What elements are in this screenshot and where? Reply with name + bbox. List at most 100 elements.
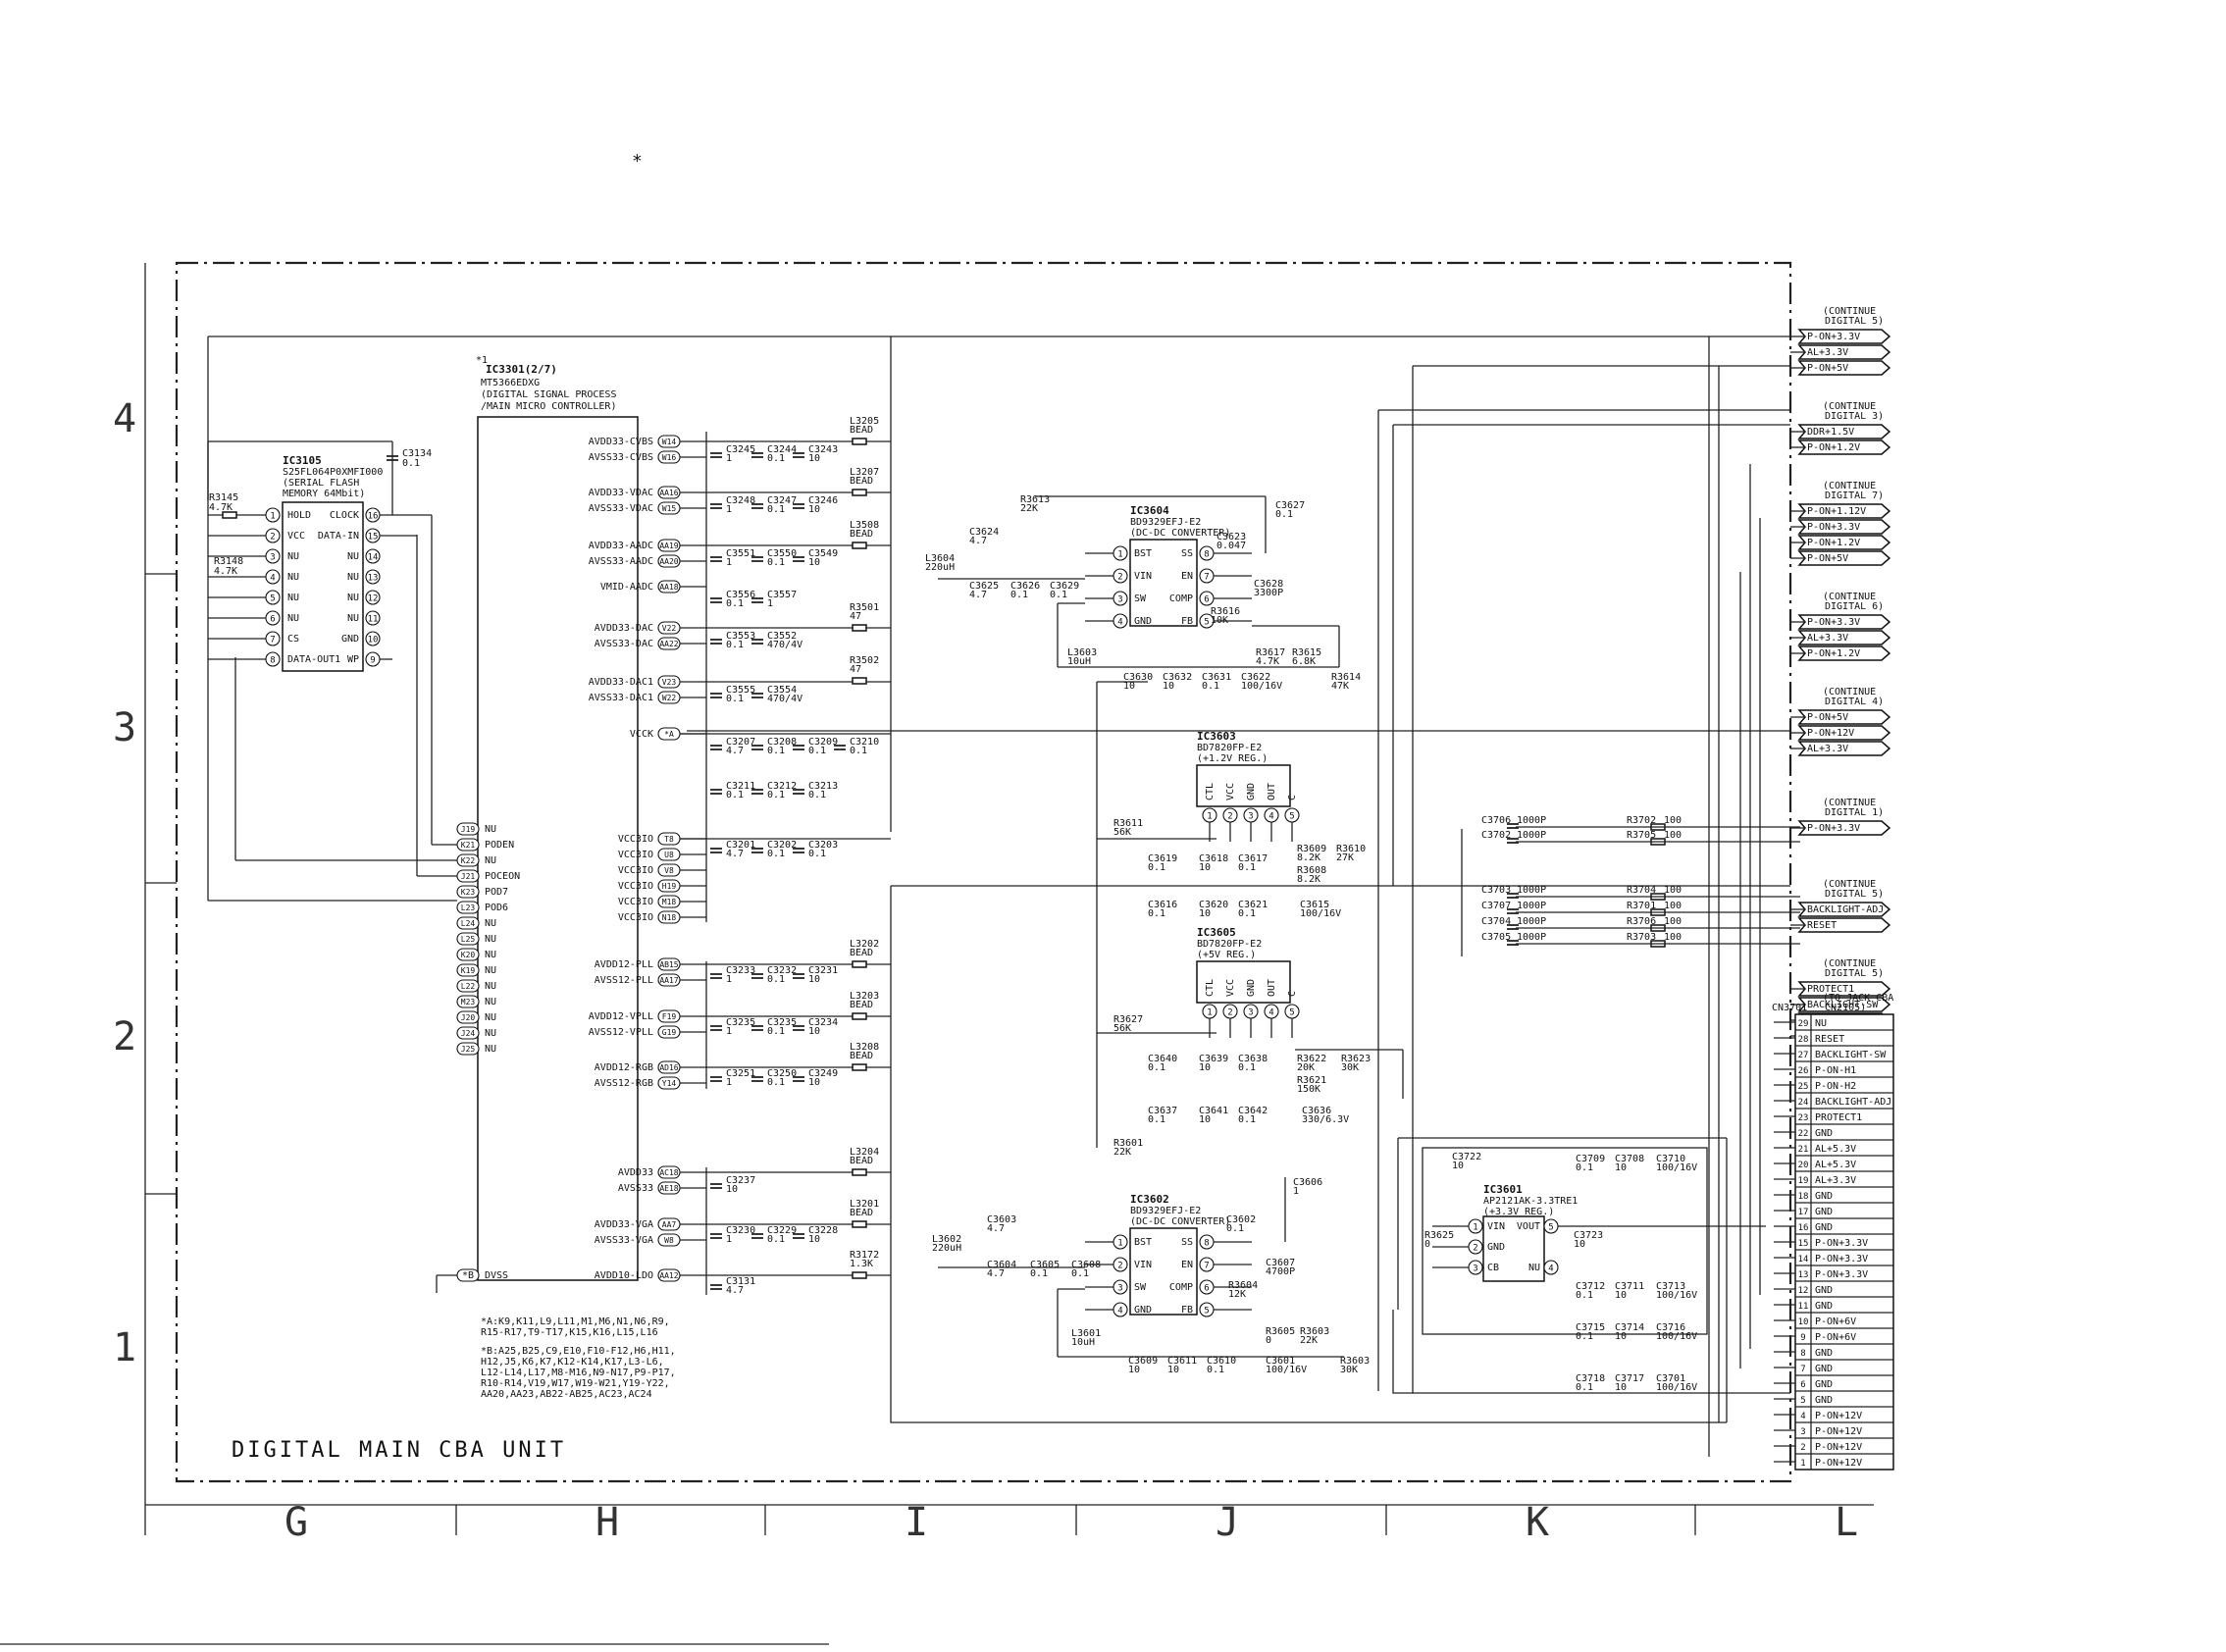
bead-L3204-body: [852, 1168, 867, 1176]
ic3603-part-val-C3620-8: 10: [1199, 908, 1211, 919]
continue-sub-5: DIGITAL 1): [1825, 807, 1884, 818]
ic3105-pin-10: [365, 631, 381, 646]
ic3301-pin-id: F19: [662, 1012, 677, 1021]
ic3602-part-val-R3605-14: 0: [1266, 1335, 1271, 1346]
cap-val-C3234: 10: [808, 1026, 820, 1037]
ic3301-body: [477, 416, 639, 1281]
ic3301-left-pin-name: NU: [485, 1028, 496, 1039]
ic3301-pin-name: AVSS33-DAC: [595, 639, 653, 649]
ic3604-part-ref-R3616: R3616: [1211, 606, 1240, 617]
ic3105-pin-7-num: 7: [270, 636, 275, 645]
ic3601-part-val-C3723-2: 10: [1574, 1239, 1585, 1250]
ic3301-pin-name: AVSS12-PLL: [595, 975, 653, 986]
ic3601-part-ref-C3709-3: C3709: [1576, 1154, 1605, 1164]
ic3604-part-val-C3632: 10: [1163, 681, 1174, 692]
ic3601-part-val-C3718-12: 0.1: [1576, 1382, 1593, 1393]
ic3301-pin-id: W15: [662, 504, 677, 513]
bead-L3203-body: [852, 1012, 867, 1020]
ic3601-part-ref-C3717-13: C3717: [1615, 1373, 1644, 1384]
cn3701-pin-22: 22: [1798, 1129, 1809, 1139]
ic3604-part-ref-R3617: R3617: [1256, 647, 1285, 658]
ic3105-pin-name: DATA-OUT1: [287, 654, 340, 665]
ic3601-part-val-C3713-8: 100/16V: [1656, 1290, 1697, 1301]
ic3601-pin-4-num: 4: [1548, 1265, 1553, 1274]
ic3605-part-ref-C3636-10: C3636: [1302, 1106, 1331, 1116]
ic3601-part-ref-C3718-12: C3718: [1576, 1373, 1605, 1384]
ic3301-pin-id: W8: [664, 1236, 674, 1245]
ic3602-pin-name: VIN: [1134, 1260, 1152, 1270]
ic3601-part-val-C3710-5: 100/16V: [1656, 1162, 1697, 1173]
ic3605-pin-5-num: 5: [1289, 1008, 1294, 1018]
cn3701-pin-17: 17: [1798, 1208, 1809, 1217]
bead-L3208-body: [852, 1063, 867, 1071]
ic3105-ref: IC3105: [283, 454, 322, 467]
ic3605-part-val-C3638-3: 0.1: [1238, 1062, 1256, 1073]
ic3301-noteB2: H12,J5,K6,K7,K12-K14,K17,L3-L6,: [481, 1357, 664, 1368]
ic3601-part: AP2121AK-3.3TRE1: [1483, 1196, 1578, 1207]
ic3602-part-val-C3605-3: 0.1: [1030, 1268, 1048, 1279]
ic3301-pin-id: AE18: [659, 1184, 678, 1193]
ic3601-part-ref-C3714-10: C3714: [1615, 1322, 1644, 1333]
ic3601-part-val-C3711-7: 10: [1615, 1290, 1627, 1301]
rc-cap-ref-C3706: C3706: [1481, 815, 1511, 826]
ic3604-part-ref-R3613: R3613: [1020, 494, 1050, 505]
col-label-g: G: [285, 1500, 308, 1545]
ic3301-pin-id: AA20: [659, 557, 678, 566]
ic3601-part-ref-C3713-8: C3713: [1656, 1281, 1685, 1292]
continue-sig-3-0: P-ON+3.3V: [1807, 617, 1860, 628]
ic3105-pin-15-num: 15: [368, 533, 379, 542]
ic3301-left-pin-name: POCEON: [485, 871, 520, 882]
ic3301-left-pin-id: J19: [461, 825, 476, 834]
r3148-val: 4.7K: [214, 566, 237, 577]
cn3701-pin-12: 12: [1798, 1286, 1809, 1296]
continue-sub-7: DIGITAL 5): [1825, 968, 1884, 979]
cn3701-pin-8: 8: [1800, 1349, 1805, 1359]
ic3603-part: BD7820FP-E2: [1197, 743, 1262, 753]
cn3701-body: [1794, 1013, 1894, 1471]
ic3605-part-val-C3641-8: 10: [1199, 1114, 1211, 1125]
rc-res-val-R3703: 100: [1664, 932, 1682, 943]
ic3604-body: [1129, 539, 1198, 627]
ic3301-pin-id: V22: [662, 624, 677, 633]
ic3602-pin-name: GND: [1134, 1305, 1152, 1316]
cn3701-pin-27: 27: [1798, 1051, 1809, 1060]
ic3301-pin-id: AC18: [659, 1168, 678, 1177]
ic3603-pin-name: CTL: [1205, 783, 1216, 800]
ic3301-pin-name: AVDD33-VDAC: [589, 488, 653, 498]
ic3301-pin-name: AVDD33-DAC1: [589, 677, 653, 688]
cap-val-C3248: 1: [726, 504, 732, 515]
ic3605-part-val-R3627-0: 56K: [1113, 1023, 1131, 1034]
cap-val-C3131: 4.7: [726, 1285, 744, 1296]
note-mark: *: [632, 151, 643, 172]
cn3701-pin-19: 19: [1798, 1176, 1809, 1186]
cap-ref-C3211: C3211: [726, 781, 755, 792]
ic3301-left-pin-id: J21: [461, 872, 476, 881]
rc-cap-ref-C3707: C3707: [1481, 901, 1511, 911]
rc-res-ref-R3703: R3703: [1627, 932, 1656, 943]
unit-border: [175, 261, 1792, 1483]
continue-sub-2: DIGITAL 7): [1825, 490, 1884, 501]
ic3603-pin-name: OUT: [1267, 783, 1277, 800]
ic3602-part-ref-C3610-12: C3610: [1207, 1356, 1236, 1367]
ic3105-pin-13: [365, 569, 381, 585]
rc-cap-ref-C3702: C3702: [1481, 830, 1511, 841]
ic3605-part-ref-R3601-11: R3601: [1113, 1138, 1143, 1149]
ic3602-part: BD9329EFJ-E2: [1130, 1206, 1201, 1216]
ic3301-pin-name: VCC3IO: [618, 865, 653, 876]
continue-sig-2-0: P-ON+1.12V: [1807, 506, 1866, 517]
continue-sig-0-0: P-ON+3.3V: [1807, 332, 1860, 342]
cn3701-sig-5: GND: [1815, 1395, 1833, 1406]
ic3301-pin-name: AVSS33-CVBS: [589, 452, 653, 463]
cn3701-pin-18: 18: [1798, 1192, 1809, 1202]
continue-to-7: (CONTINUE: [1823, 958, 1876, 969]
ic3301-left-pin-L23: [456, 901, 480, 914]
cn3701-pin-14: 14: [1798, 1255, 1809, 1265]
ic3602-pin-3-num: 3: [1117, 1284, 1122, 1294]
ic3602-part-val-C3611-11: 10: [1167, 1365, 1179, 1375]
bead-R3172-body: [852, 1271, 867, 1279]
continue-sig-1-0: DDR+1.5V: [1807, 427, 1854, 438]
ic3105-pin-name: NU: [287, 613, 299, 624]
ic3301-pin-name: VMID-AADC: [600, 582, 653, 593]
ic3301-pin-id: M18: [662, 898, 677, 906]
